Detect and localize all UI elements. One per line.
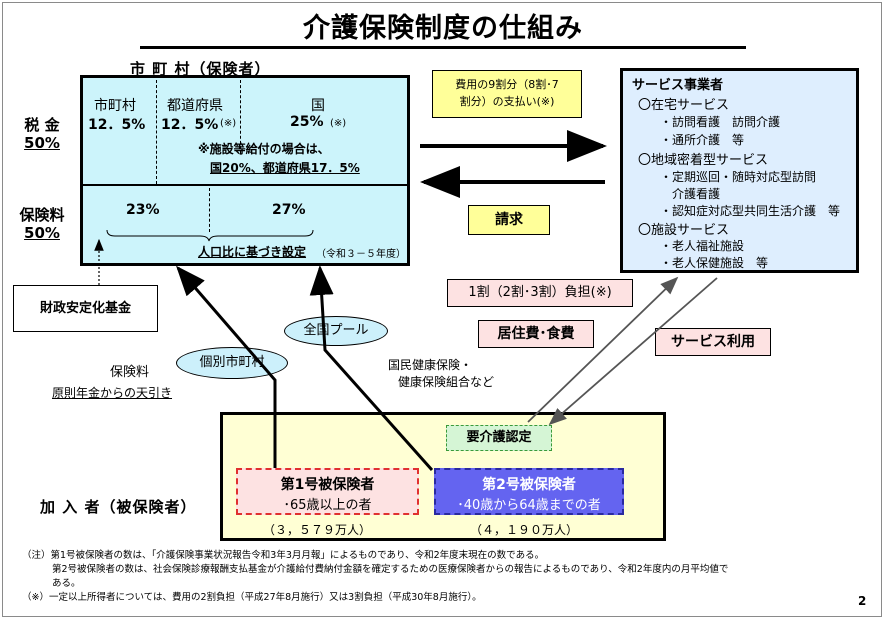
page-number: 2 <box>858 594 867 608</box>
note-2: 第2号被保険者の数は、社会保険診療報酬支払基金が介護給付費納付金額を確定するため… <box>52 564 729 575</box>
type2-desc: ･40歳から64歳までの者 <box>457 498 601 513</box>
provider-community-item-1b: 介護看護 <box>672 187 721 201</box>
payment-box-line1: 費用の9割分（8割･7 <box>455 78 559 91</box>
service-use-arrow <box>548 277 718 426</box>
tax-label: 税 金 50% <box>14 116 70 152</box>
municipality-divider <box>80 184 410 186</box>
type1-title: 第1号被保険者 <box>280 477 375 493</box>
copay-arrow <box>527 276 679 423</box>
nation-col-value: 25% <box>290 114 324 130</box>
claim-box: 請求 <box>468 205 550 235</box>
health-insurance-2: 健康保険組合など <box>398 375 495 389</box>
facility-note-1: ※施設等給付の場合は、 <box>198 142 330 156</box>
service-use-box: サービス利用 <box>655 328 771 356</box>
note-1: （注）第1号被保険者の数は、「介護保険事業状況報告令和3年3月月報」によるもので… <box>22 550 545 561</box>
type1-desc: ･65歳以上の者 <box>283 498 372 513</box>
premium-label-text: 保険料 <box>19 206 65 224</box>
muni-col-name: 市町村 <box>94 98 136 114</box>
population-period: （令和３－５年度） <box>316 249 406 260</box>
type2-title: 第2号被保険者 <box>482 477 576 493</box>
premium-share-2: 27% <box>272 202 306 218</box>
provider-community-item-1: ・定期巡回・随時対応型訪問 <box>660 170 817 184</box>
pref-col-name: 都道府県 <box>167 98 223 114</box>
service-provider-box <box>620 68 859 273</box>
premium-brace <box>106 229 314 242</box>
provider-home-item-1: ・訪問看護 訪問介護 <box>660 115 781 129</box>
room-board-box: 居住費･食費 <box>478 320 594 348</box>
tax-label-text: 税 金 <box>24 116 60 134</box>
population-note: 人口比に基づき設定 <box>198 245 307 259</box>
municipality-box <box>80 75 410 266</box>
premium-label: 保険料 50% <box>14 206 70 242</box>
payment-box-line2: 割分）の支払い(※) <box>459 95 555 108</box>
provider-community-service: 〇地域密着型サービス <box>638 153 769 168</box>
pref-col-mark: (※) <box>220 118 237 129</box>
national-pool-ellipse: 全国プール <box>284 316 388 346</box>
type1-insured-box: 第1号被保険者 ･65歳以上の者 <box>236 468 419 515</box>
tax-pct: 50% <box>24 134 60 152</box>
type2-insured-box: 第2号被保険者 ･40歳から64歳までの者 <box>434 468 624 515</box>
note-4: （※）一定以上所得者については、費用の2割負担（平成27年8月施行）又は3割負担… <box>22 592 482 603</box>
provider-facility-service: 〇施設サービス <box>638 223 730 238</box>
type2-count: （４，１９０万人） <box>470 523 579 537</box>
stabilization-fund-box: 財政安定化基金 <box>13 285 158 332</box>
provider-community-item-2: ・認知症対応型共同生活介護 等 <box>660 204 841 218</box>
title-underline <box>140 46 746 49</box>
premium-divider <box>209 188 210 232</box>
nation-col-name: 国 <box>311 98 325 114</box>
provider-home-item-2: ・通所介護 等 <box>660 133 745 147</box>
care-certification-box: 要介護認定 <box>446 425 552 451</box>
premium-pct: 50% <box>24 224 60 242</box>
copay-box: 1割（2割･3割）負担(※) <box>447 279 633 307</box>
page-title: 介護保険制度の仕組み <box>303 13 583 44</box>
premium-share-1: 23% <box>126 202 160 218</box>
column-divider-2 <box>240 80 241 154</box>
premium-side-label: 保険料 <box>110 365 150 380</box>
provider-header: サービス事業者 <box>632 78 724 93</box>
provider-facility-item-2: ・老人保健施設 等 <box>660 256 769 270</box>
pension-deduction: 原則年金からの天引き <box>52 386 173 400</box>
insured-header: 加 入 者（被保険者） <box>40 498 197 516</box>
type1-count: （３，５７９万人） <box>263 523 372 537</box>
pref-col-value: 12．5% <box>161 117 219 133</box>
payment-box: 費用の9割分（8割･7 割分）の支払い(※) <box>432 70 582 118</box>
municipality-header: 市 町 村（保険者） <box>130 60 271 78</box>
provider-home-service: 〇在宅サービス <box>638 98 730 113</box>
muni-col-value: 12．5% <box>88 117 146 133</box>
health-insurance-1: 国民健康保険・ <box>388 358 473 372</box>
note-3: ある。 <box>52 578 81 589</box>
type1-premium-arrow <box>176 265 277 468</box>
facility-note-2: 国20%、都道府県17．5% <box>210 161 360 175</box>
type2-premium-arrow <box>309 265 434 471</box>
column-divider-1 <box>156 80 157 184</box>
provider-facility-item-1: ・老人福祉施設 <box>660 239 745 253</box>
nation-col-mark: (※) <box>330 118 347 129</box>
